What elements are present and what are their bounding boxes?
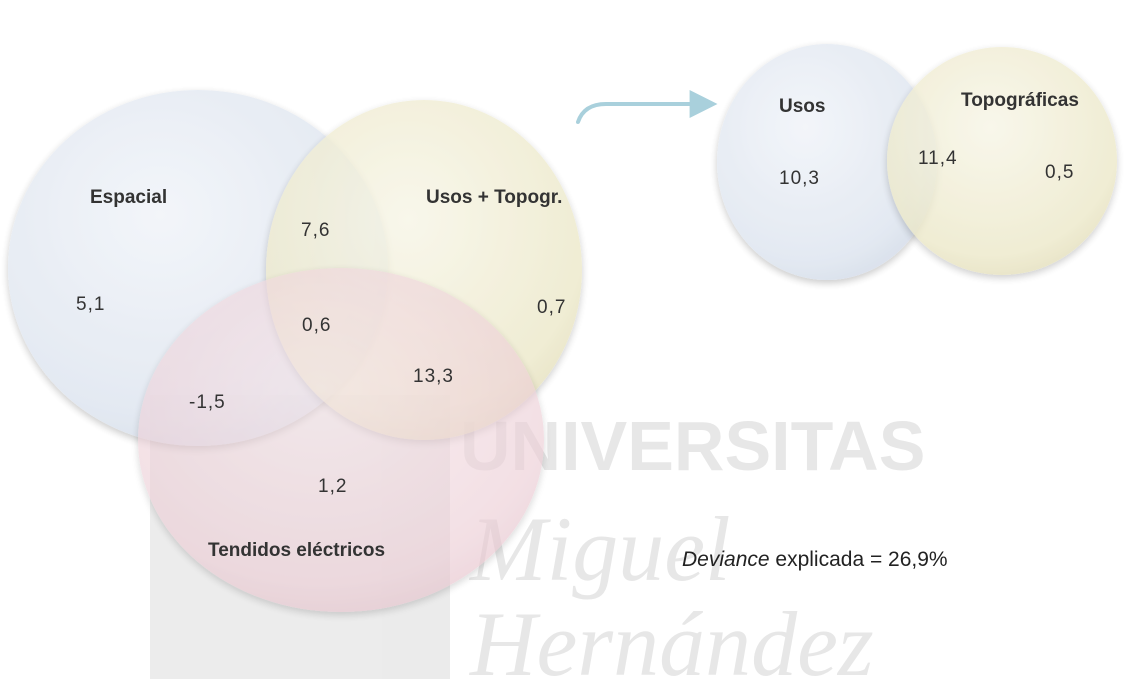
value-usos-only: 10,3: [779, 168, 820, 189]
value-usos-topograficas: 11,4: [918, 148, 958, 169]
value-usos-topogr-tendidos: 13,3: [413, 366, 454, 387]
value-usos-topogr-only: 0,7: [537, 297, 566, 318]
deviance-caption-italic: Deviance: [682, 548, 770, 571]
venn-main: Espacial Usos + Topogr. Tendidos eléctri…: [8, 90, 582, 612]
set-label-usos-topogr: Usos + Topogr.: [426, 187, 562, 208]
deviance-caption: Deviance explicada = 26,9%: [682, 548, 948, 571]
value-all-three: 0,6: [302, 315, 331, 336]
value-espacial-tendidos: -1,5: [189, 392, 226, 413]
value-espacial-usos-topogr: 7,6: [301, 220, 330, 241]
value-espacial-only: 5,1: [76, 294, 105, 315]
set-label-espacial: Espacial: [90, 187, 167, 208]
set-label-topograficas: Topográficas: [961, 90, 1079, 111]
circle-topograficas: [887, 47, 1117, 275]
set-label-tendidos-electricos: Tendidos eléctricos: [208, 540, 385, 561]
venn-detail: Usos Topográficas 10,3 11,4 0,5: [717, 44, 1117, 280]
set-label-usos: Usos: [779, 96, 825, 117]
value-tendidos-only: 1,2: [318, 476, 347, 497]
connector-arrow: [576, 90, 718, 124]
watermark-line-3: Hernández: [469, 593, 874, 679]
circle-tendidos-electricos: [138, 268, 544, 612]
value-topograficas-only: 0,5: [1045, 162, 1074, 183]
deviance-caption-rest: explicada = 26,9%: [770, 548, 948, 571]
circle-usos: [717, 44, 937, 280]
